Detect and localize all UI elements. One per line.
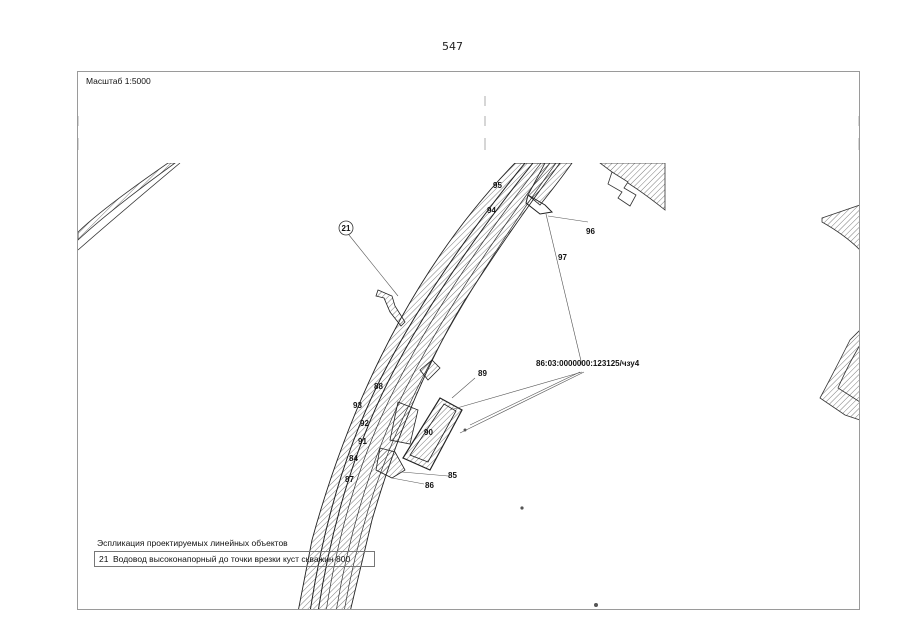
point-label-94: 94 [487, 206, 496, 215]
object-marker-21: 21 [338, 220, 354, 236]
map-frame [77, 71, 860, 610]
scale-label: Масштаб 1:5000 [86, 76, 151, 86]
parcel-top [525, 194, 554, 215]
point-label-95: 95 [493, 181, 502, 190]
leader-lines [344, 213, 589, 485]
point-label-93: 93 [353, 401, 362, 410]
legend-title: Эспликация проектируемых линейных объект… [97, 538, 288, 548]
point-labels: 95 94 96 97 89 88 93 92 91 90 84 87 85 8… [345, 181, 595, 490]
header-dividers [77, 96, 860, 150]
parcel-site-90 [375, 397, 463, 479]
point-label-89: 89 [478, 369, 487, 378]
survey-points [463, 428, 598, 607]
page-number: 547 [442, 40, 463, 53]
road-left [78, 163, 181, 251]
spur-object-21 [375, 289, 406, 327]
point-label-85: 85 [448, 471, 457, 480]
point-label-88: 88 [374, 382, 383, 391]
point-label-86: 86 [425, 481, 434, 490]
point-label-97: 97 [558, 253, 567, 262]
point-label-96: 96 [586, 227, 595, 236]
point-label-87: 87 [345, 475, 354, 484]
area-top-right [599, 163, 666, 211]
area-right-edge [819, 204, 859, 421]
parcel-label: 86:03:0000000:123125/чзу4 [536, 359, 640, 368]
parcel-small-88 [419, 359, 441, 381]
legend-item-text: Водовод высоконапорный до точки врезки к… [113, 554, 351, 564]
legend-item-number: 21 [99, 554, 109, 564]
road-main [298, 163, 573, 609]
point-label-91: 91 [358, 437, 367, 446]
point-label-84: 84 [349, 454, 358, 463]
legend-item: 21 Водовод высоконапорный до точки врезк… [94, 551, 375, 567]
point-label-90: 90 [424, 428, 433, 437]
object-marker-label: 21 [342, 224, 351, 233]
point-label-92: 92 [360, 419, 369, 428]
